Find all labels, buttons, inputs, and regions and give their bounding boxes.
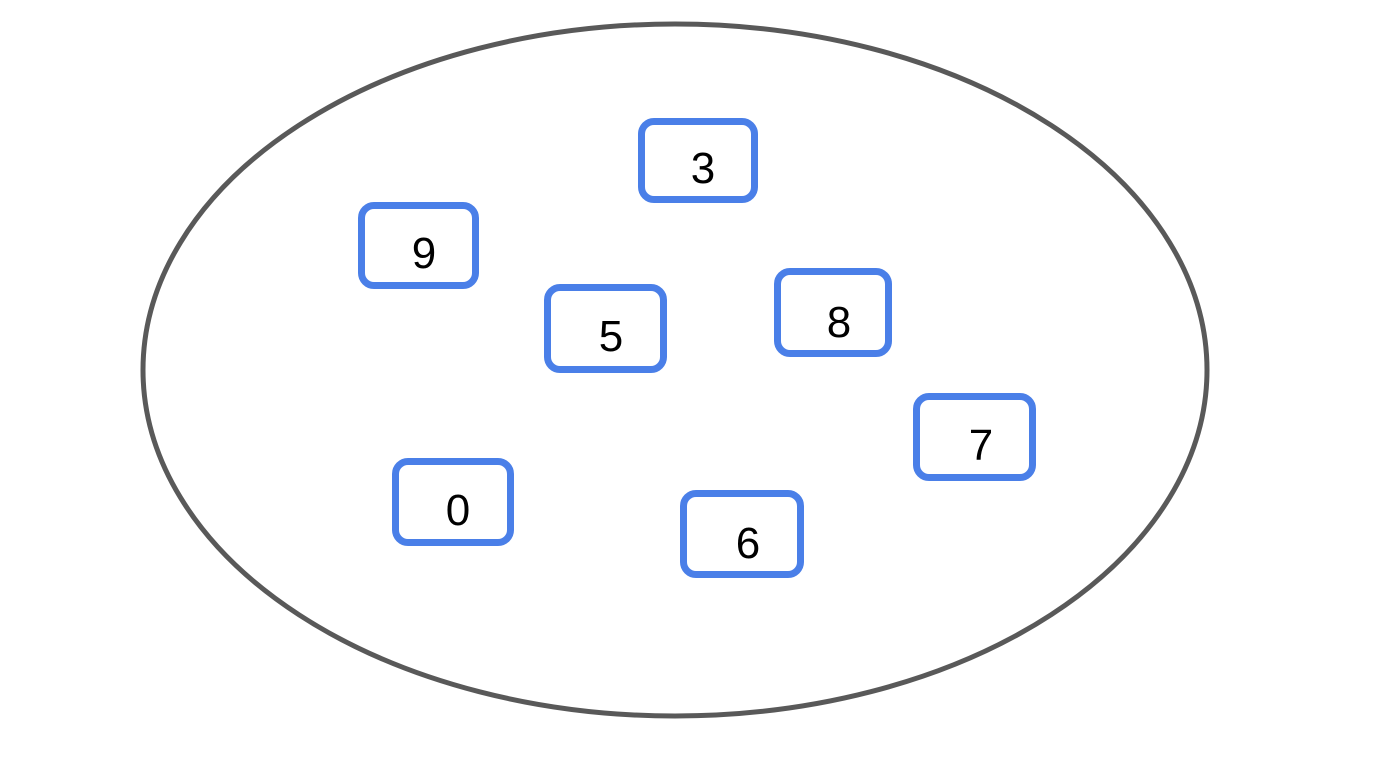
- node-label-6: 6: [735, 519, 761, 568]
- node-box-3[interactable]: 3: [638, 118, 758, 203]
- node-box-8[interactable]: 8: [774, 268, 892, 357]
- node-box-7[interactable]: 7: [913, 393, 1036, 481]
- node-label-9: 9: [411, 229, 437, 278]
- node-label-7: 7: [968, 421, 994, 470]
- node-label-3: 3: [690, 144, 716, 193]
- node-box-5[interactable]: 5: [544, 284, 667, 373]
- node-box-0[interactable]: 0: [392, 458, 514, 546]
- node-label-5: 5: [598, 312, 624, 361]
- node-box-9[interactable]: 9: [358, 202, 479, 289]
- node-box-6[interactable]: 6: [680, 490, 804, 578]
- set-boundary-ellipse: [140, 21, 1210, 719]
- node-label-8: 8: [826, 298, 852, 347]
- node-label-0: 0: [445, 486, 471, 535]
